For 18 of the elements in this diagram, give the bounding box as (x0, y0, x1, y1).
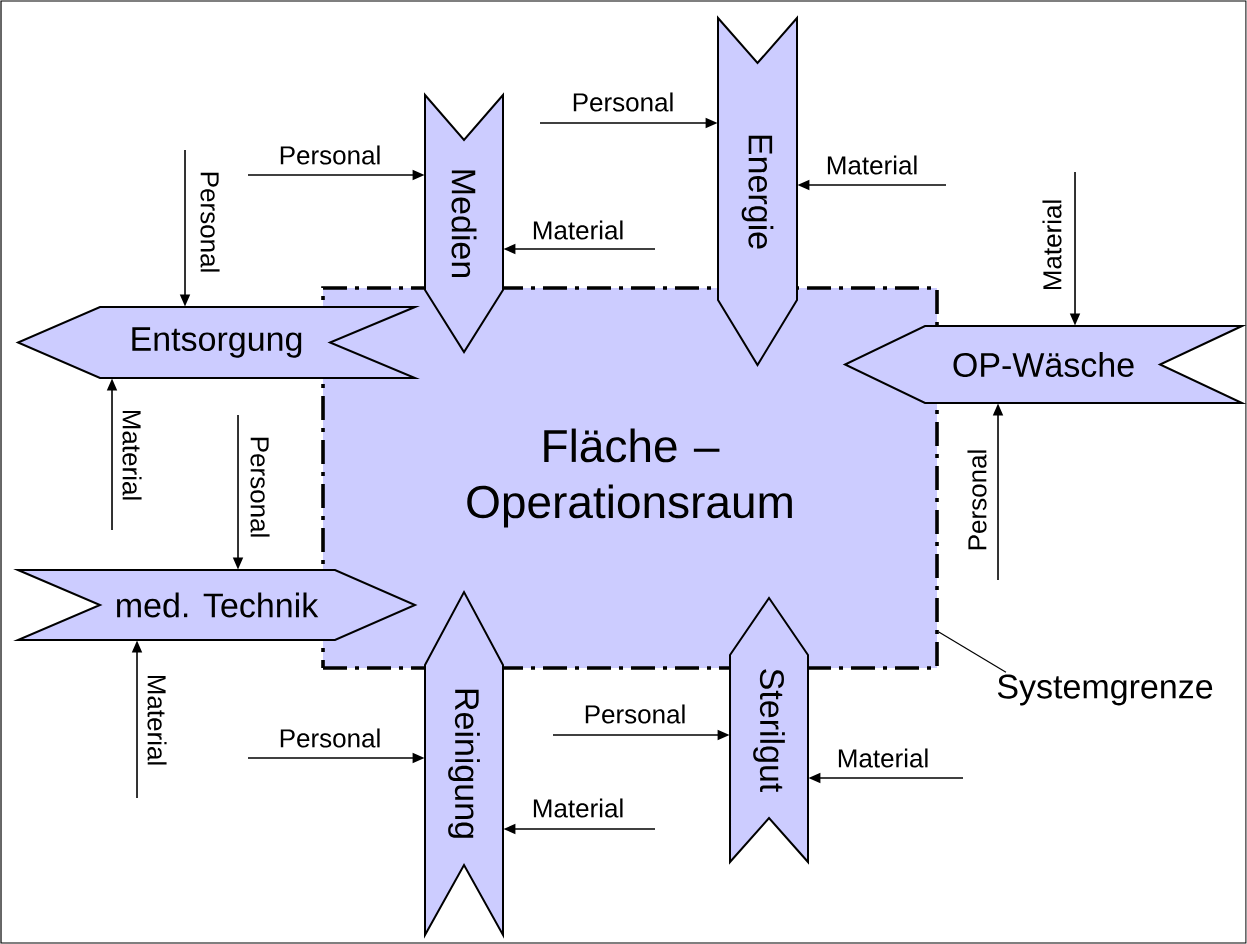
edge-label: Material (533, 798, 623, 818)
edge-label: Material (122, 410, 142, 500)
edge-label: Material (147, 675, 167, 765)
edge-label: Material (1042, 200, 1062, 290)
edge-label: Personal (250, 437, 270, 537)
edge-label: Material (827, 155, 917, 175)
edge-label: Material (533, 220, 623, 240)
node-label: Reinigung (448, 689, 480, 838)
edge-label: Personal (585, 704, 685, 724)
boundary-label: Systemgrenze (997, 674, 1213, 706)
edge-label: Material (838, 748, 928, 768)
node-label: OP-Wäsche (953, 352, 1134, 378)
edge-label: Personal (280, 728, 380, 748)
edge-label: Personal (280, 145, 380, 165)
edge-label: Personal (200, 172, 220, 272)
edge-label: Personal (967, 450, 987, 550)
edge-label: Personal (573, 92, 673, 112)
leader-line (938, 631, 1007, 673)
